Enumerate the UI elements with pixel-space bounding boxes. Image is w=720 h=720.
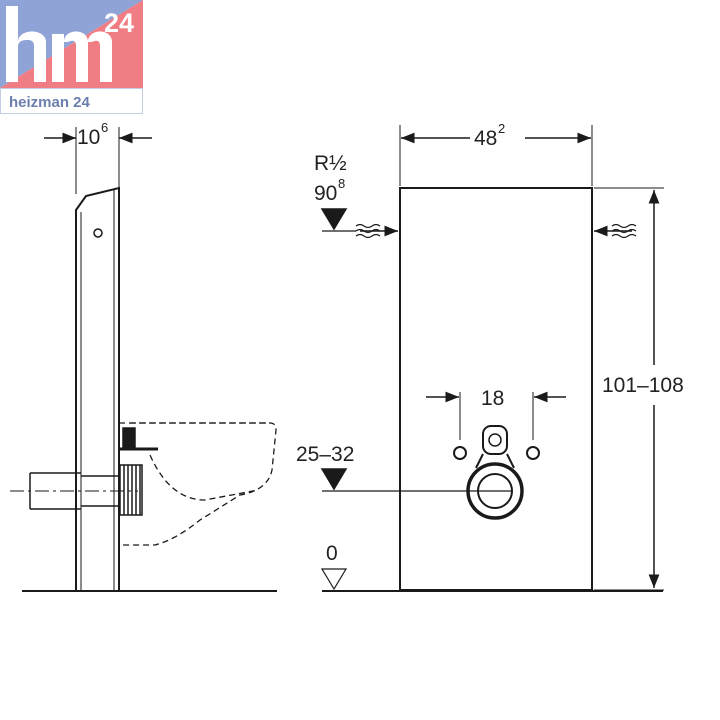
side-module-body [75,186,120,591]
pipe-height-sup: 8 [338,176,345,191]
front-width-value: 48 [474,127,497,150]
pipe-label: R½ [314,152,347,175]
pipe-height-value: 90 [314,182,337,205]
heizman24-logo: 24 heizman 24 [0,0,143,114]
side-mounting-bolt [119,427,158,451]
side-toilet-outline [119,422,277,546]
supply-level-marker [320,208,348,231]
drain-level-marker [320,468,348,491]
front-panel [399,187,593,591]
mounting-hole-right [526,446,540,460]
mounting-hole-left [453,446,467,460]
front-width-sup: 2 [498,121,505,136]
side-depth-sup: 6 [101,120,108,135]
logo-number: 24 [104,8,134,38]
side-flush-button [93,228,103,238]
logo-brand-text: heizman 24 [9,94,91,111]
water-wave-left [355,223,381,239]
floor-level: 0 [326,542,338,565]
front-view [320,125,664,592]
side-drain-pipe [10,472,138,510]
water-wave-right [611,223,637,239]
flush-pipe-connector [482,425,508,455]
height-range: 101–108 [602,374,684,397]
drain-height: 25–32 [296,443,354,466]
bolt-spacing: 18 [481,387,504,410]
side-depth-value: 10 [77,126,100,149]
floor-level-marker [320,568,348,591]
side-view [10,127,277,592]
side-connector-fitting [119,464,143,516]
